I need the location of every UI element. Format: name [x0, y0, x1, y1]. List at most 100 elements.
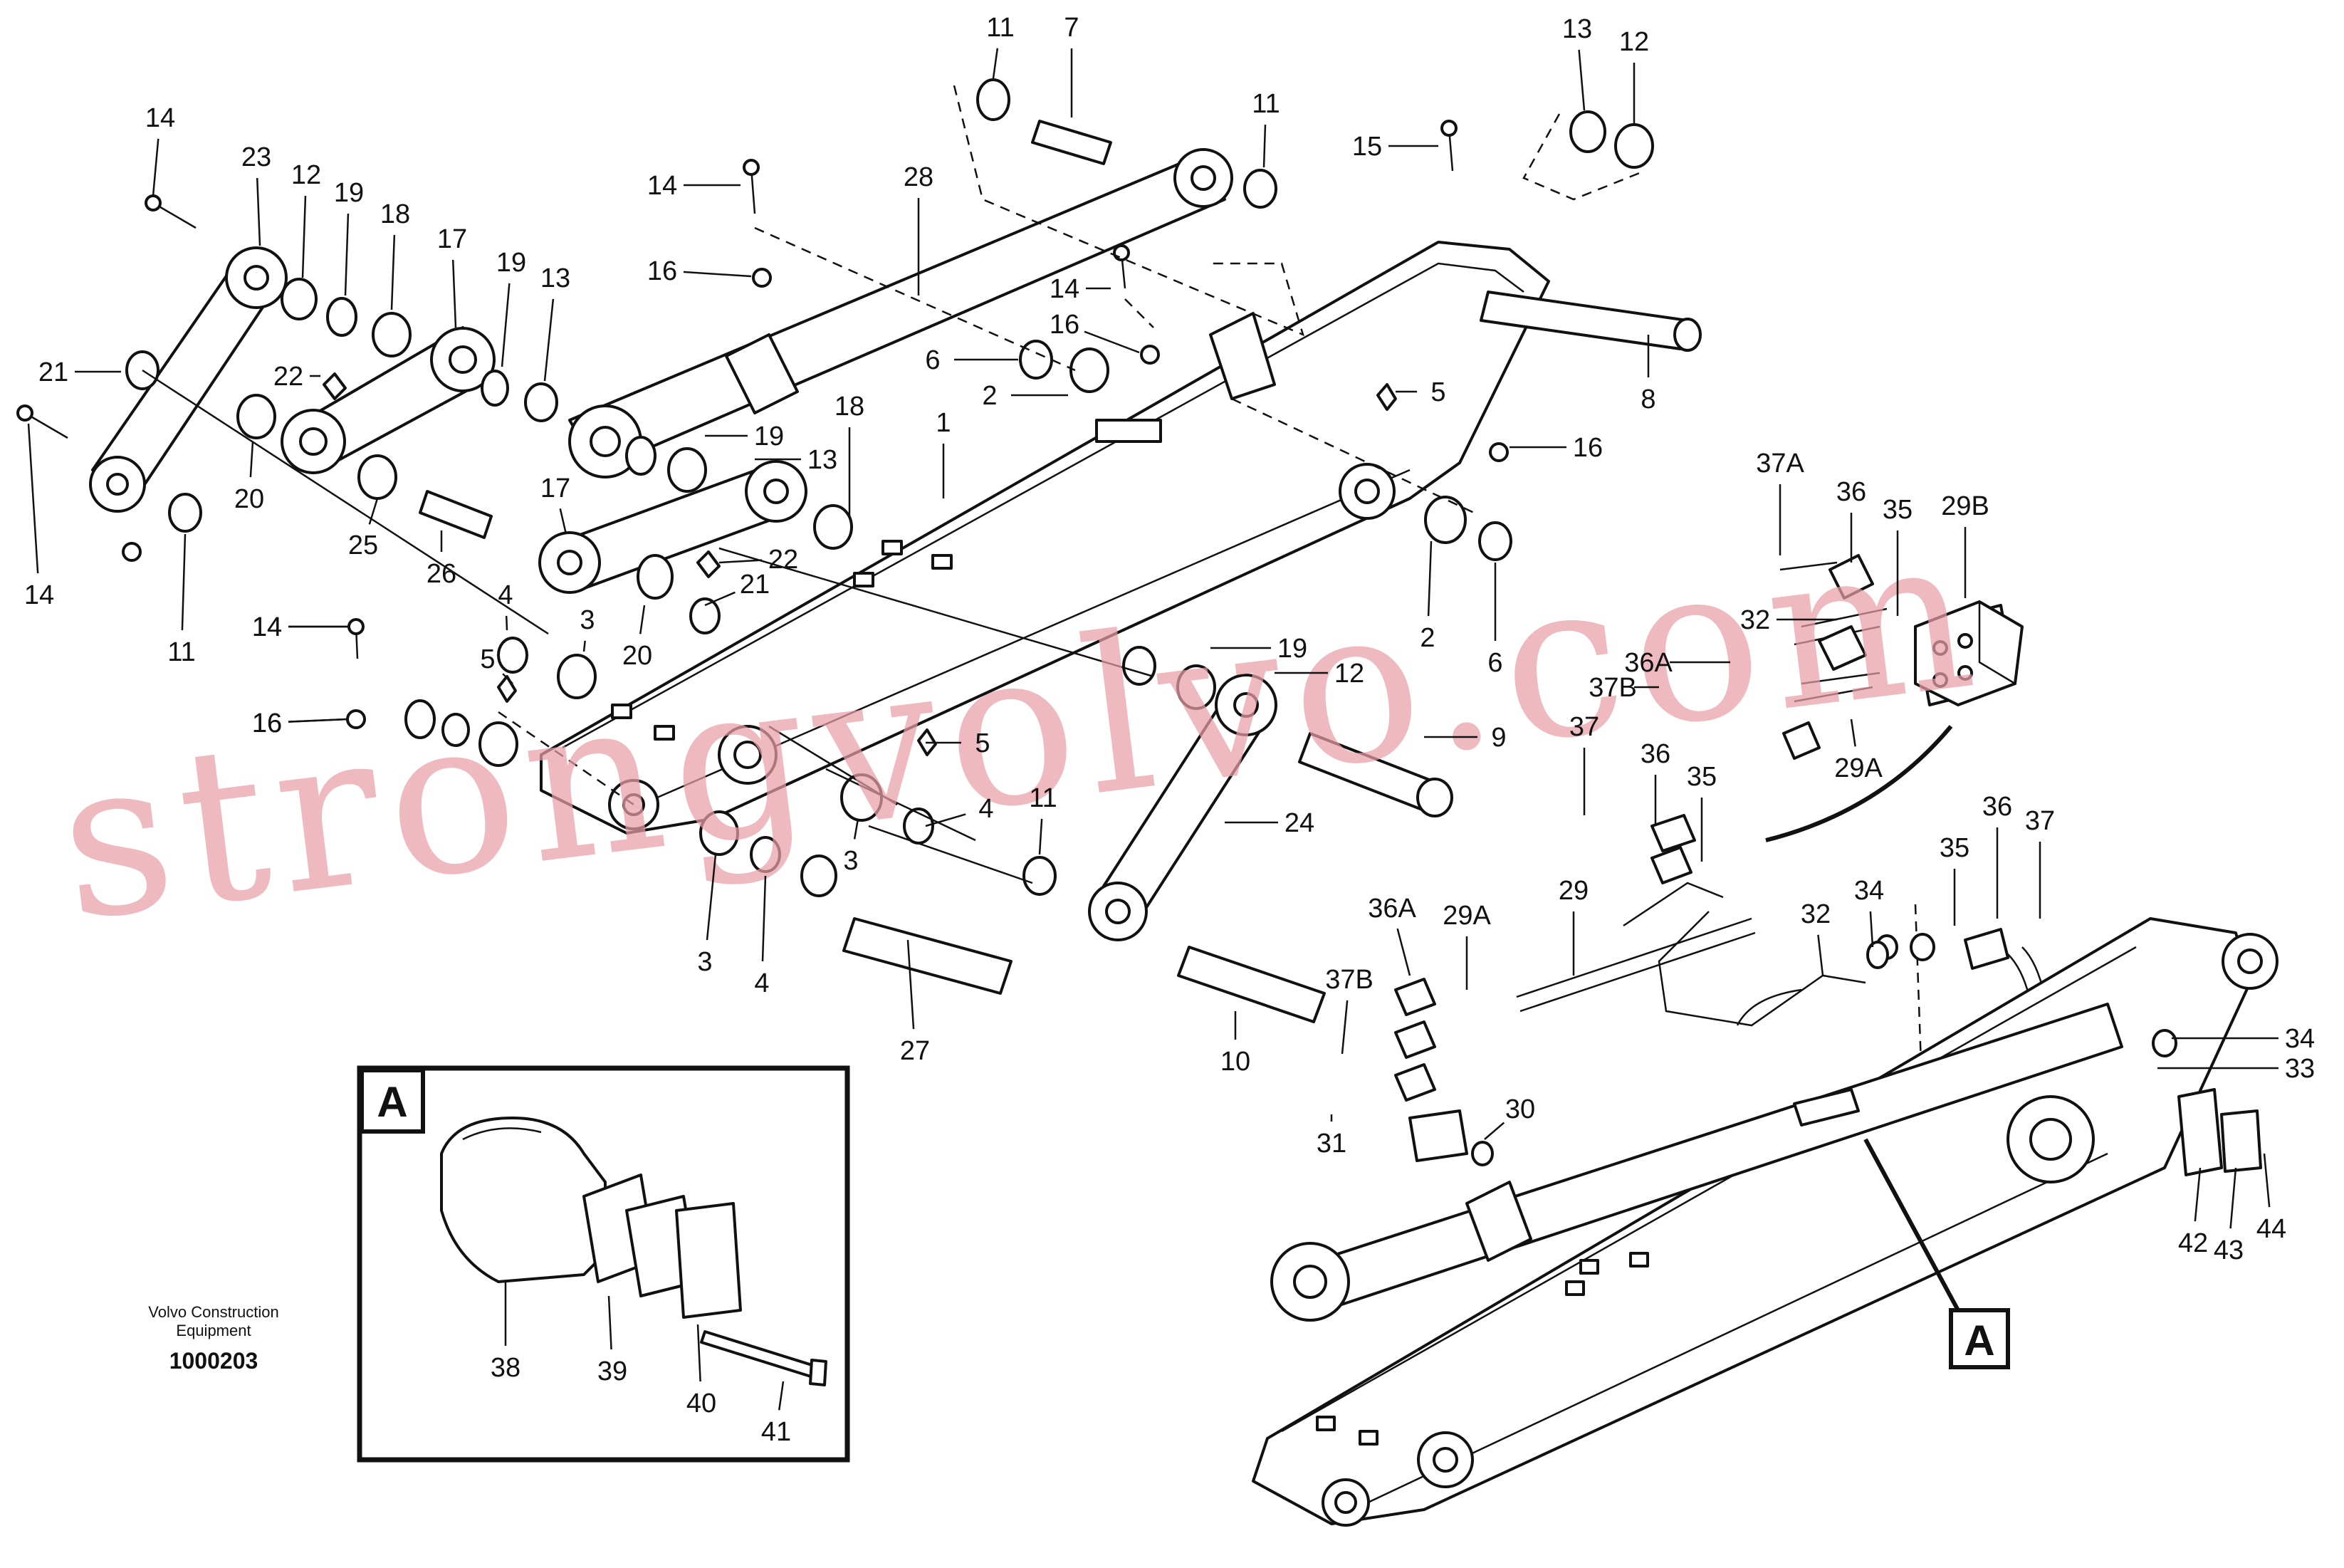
leader-line: [683, 271, 752, 278]
callout-6: 6: [925, 345, 940, 375]
leader-line: [249, 441, 254, 478]
leader-line: [543, 298, 555, 382]
callout-14: 14: [145, 103, 175, 133]
detail-marker-letter: A: [1964, 1317, 1994, 1364]
callout-18: 18: [380, 199, 410, 229]
leader-line: [1427, 540, 1433, 617]
callout-16: 16: [647, 256, 677, 286]
callout-15: 15: [1352, 132, 1382, 162]
leader-line: [1341, 1000, 1349, 1055]
callout-37a: 37A: [1756, 449, 1804, 479]
callout-25: 25: [348, 530, 378, 560]
callout-34: 34: [2285, 1024, 2315, 1054]
callout-16: 16: [1573, 433, 1603, 463]
callout-4: 4: [978, 794, 993, 824]
callout-36a: 36A: [1624, 648, 1673, 678]
callout-9: 9: [1491, 723, 1506, 753]
callout-20: 20: [622, 641, 652, 671]
leader-line: [1817, 934, 1824, 976]
detail-view-letter: A: [377, 1078, 407, 1126]
callout-11: 11: [1252, 89, 1280, 119]
callout-19: 19: [334, 178, 364, 208]
leader-line: [778, 1381, 785, 1411]
link-rods: [89, 246, 1277, 941]
leader-line: [502, 673, 513, 684]
leader-line: [992, 48, 999, 79]
callout-4: 4: [754, 968, 769, 998]
callout-11: 11: [1029, 783, 1057, 813]
callout-13: 13: [1562, 14, 1592, 44]
callout-20: 20: [234, 484, 264, 514]
leader-line: [853, 818, 859, 840]
callout-37b: 37B: [1325, 965, 1374, 995]
callout-17: 17: [540, 474, 570, 503]
leader-line: [1262, 124, 1267, 168]
callout-30: 30: [1505, 1094, 1535, 1124]
leader-line: [1578, 49, 1586, 111]
leader-line: [1396, 928, 1411, 976]
leader-line: [639, 605, 646, 634]
leader-line: [2263, 1153, 2271, 1208]
leader-line: [761, 875, 767, 962]
leader-line: [27, 423, 39, 574]
callout-36a: 36A: [1368, 894, 1416, 924]
leader-line: [607, 1295, 612, 1350]
callout-16: 16: [252, 709, 282, 738]
leader-line: [718, 559, 763, 564]
callout-26: 26: [427, 559, 456, 589]
callout-41: 41: [761, 1417, 791, 1447]
hydraulic-cylinder-28: [568, 148, 1233, 479]
leader-line: [1484, 1122, 1505, 1140]
bushings-and-washers: [125, 78, 1654, 897]
callout-43: 43: [2214, 1235, 2244, 1265]
leader-line: [696, 1324, 701, 1382]
leader-line: [925, 813, 966, 827]
callout-23: 23: [241, 142, 271, 172]
callout-16: 16: [1050, 310, 1079, 340]
leader-line: [582, 640, 586, 652]
detail-marker-A: A: [1863, 1138, 2010, 1369]
credit-line-2: Equipment: [176, 1322, 251, 1339]
callout-14: 14: [647, 171, 677, 201]
credit-line-1: Volvo Construction: [148, 1303, 278, 1321]
callout-34: 34: [1854, 876, 1884, 906]
callout-12: 12: [1334, 659, 1364, 689]
callout-3: 3: [843, 846, 858, 876]
leader-line: [368, 498, 379, 525]
pins: [419, 120, 1702, 1023]
leader-line: [390, 234, 396, 310]
callout-19: 19: [1277, 634, 1307, 664]
callout-27: 27: [900, 1036, 930, 1066]
callout-12: 12: [291, 160, 321, 190]
leader-line: [1869, 911, 1874, 948]
leader-line: [181, 533, 187, 631]
callout-24: 24: [1285, 808, 1314, 838]
callout-2: 2: [1420, 623, 1435, 653]
callout-5: 5: [480, 644, 495, 674]
callout-5: 5: [975, 728, 990, 758]
callout-36: 36: [1836, 477, 1866, 507]
assembly-guide-lines: [142, 85, 1924, 1104]
callout-31: 31: [1317, 1129, 1346, 1159]
callout-40: 40: [686, 1389, 716, 1418]
callout-2: 2: [982, 381, 997, 411]
callout-36: 36: [1982, 792, 2012, 822]
callout-29b: 29B: [1941, 491, 1989, 521]
callout-44: 44: [2256, 1214, 2286, 1244]
leader-line: [1850, 718, 1856, 747]
valve-block-29B: [1914, 600, 2024, 706]
callout-12: 12: [1619, 27, 1649, 57]
callout-35: 35: [1883, 495, 1913, 525]
callout-14: 14: [24, 580, 54, 610]
callout-11: 11: [986, 13, 1014, 43]
callout-37b: 37B: [1589, 673, 1637, 703]
detail-view-A: A: [357, 1065, 850, 1463]
leader-line: [1084, 330, 1140, 354]
leader-line: [344, 213, 350, 296]
callout-39: 39: [597, 1357, 627, 1386]
callout-42: 42: [2178, 1228, 2208, 1258]
callout-35: 35: [1940, 833, 1969, 863]
leader-line: [2194, 1167, 2202, 1222]
